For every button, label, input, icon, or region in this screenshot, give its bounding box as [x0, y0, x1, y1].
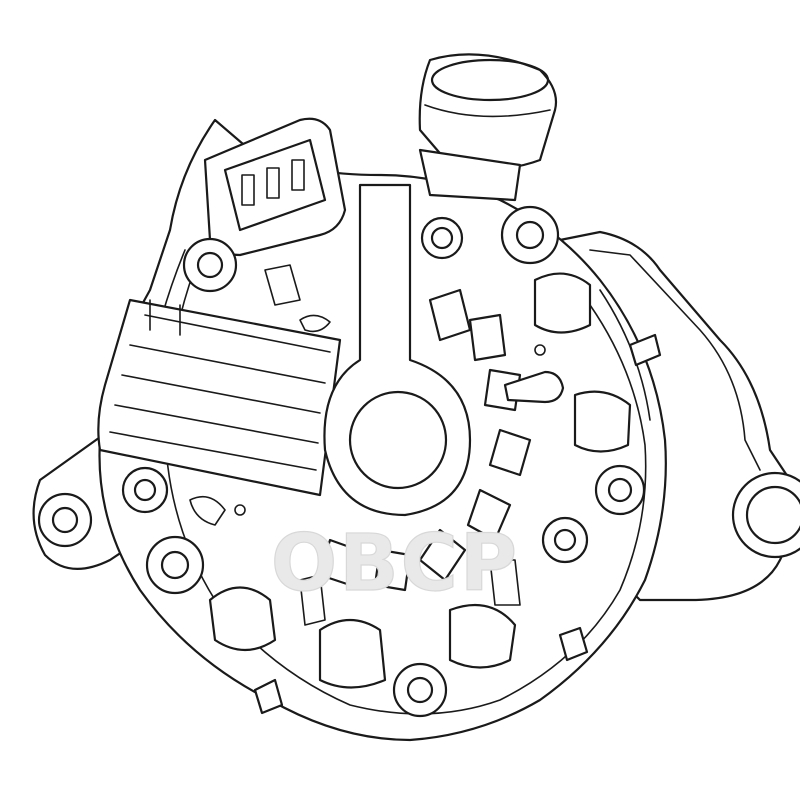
bolt-head: [121, 466, 169, 514]
bracket-bolt-hole: [731, 471, 800, 559]
lower-diode-pockets: [208, 272, 632, 689]
terminal-stud: [628, 333, 662, 367]
terminal-stud: [558, 626, 589, 662]
bolt-head: [594, 464, 646, 516]
bearing-ring: [348, 390, 448, 490]
top-cylinder-cap: [418, 53, 558, 202]
terminal-stud: [503, 370, 565, 404]
watermark-logo-text: OBCP: [271, 519, 519, 609]
central-strap-and-ring: [323, 183, 472, 517]
connector-pin: [291, 159, 305, 191]
terminal-stud: [253, 678, 284, 715]
bolt-head: [182, 237, 238, 293]
connector-pin: [266, 167, 280, 199]
bolt-heads: [121, 205, 646, 718]
bolt-head: [392, 662, 448, 718]
bolt-head: [541, 516, 589, 564]
rectifier-cooling-slots: [318, 288, 532, 592]
connector-pin: [241, 174, 255, 206]
regulator-heat-sink: [97, 298, 342, 497]
bolt-head: [500, 205, 560, 265]
housing-details: [189, 264, 546, 626]
left-mount-hole: [37, 492, 93, 548]
bolt-head: [420, 216, 464, 260]
electrical-connector: [203, 117, 347, 257]
bolt-head: [145, 535, 205, 595]
terminal-studs: [253, 333, 662, 715]
